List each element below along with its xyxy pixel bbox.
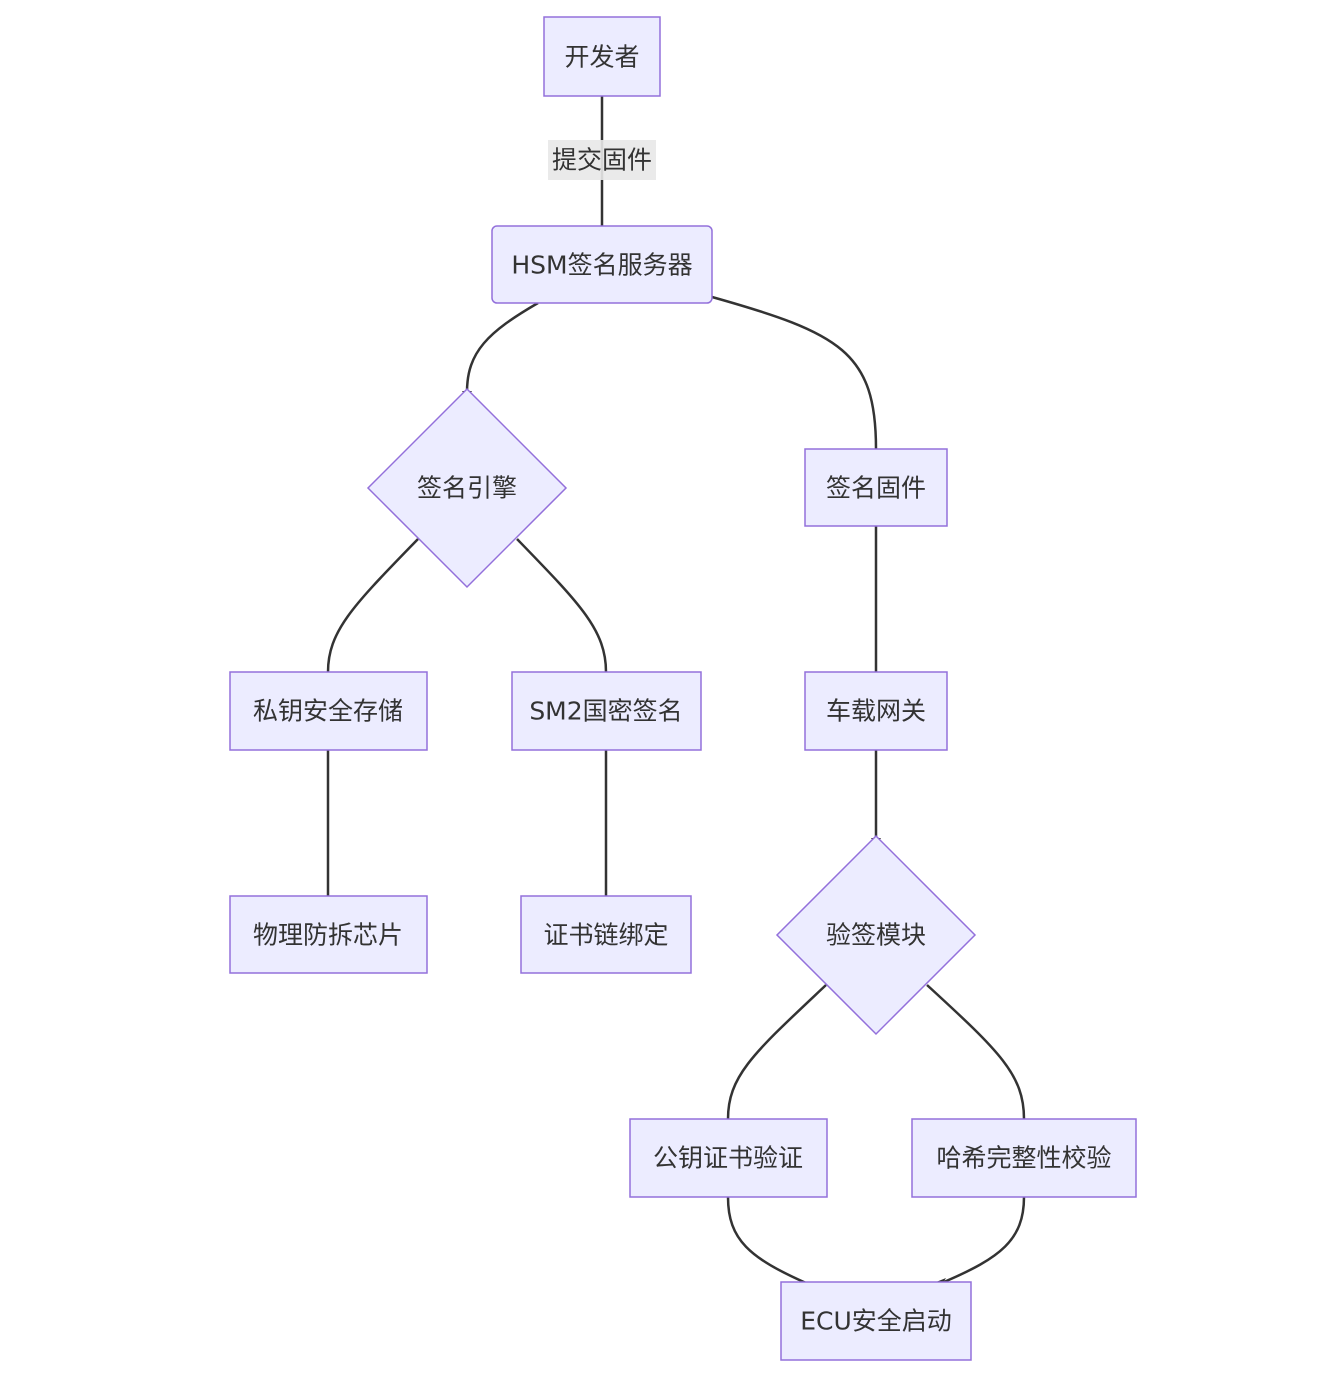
node-sign-engine-label: 签名引擎 xyxy=(417,474,517,503)
edge-sign-engine-key-storage xyxy=(326,538,419,673)
node-tamper-chip[interactable]: 物理防拆芯片 xyxy=(229,895,428,974)
node-sm2-signature[interactable]: SM2国密签名 xyxy=(511,671,702,751)
node-verify-module-label: 验签模块 xyxy=(826,921,926,950)
nodes: 开发者 HSM签名服务器 签名引擎 签名固件 私钥安全存储 SM2国密签名 xyxy=(229,16,1137,1361)
node-sm2-signature-box xyxy=(511,671,702,751)
edge-label-submit-firmware: 提交固件 xyxy=(548,140,656,180)
node-ecu-secure-boot-box xyxy=(780,1281,972,1361)
node-hash-integrity-check-label: 哈希完整性校验 xyxy=(936,1144,1111,1173)
node-verify-module-diamond xyxy=(775,834,977,1036)
edge-pubkey-cert-ecu-boot xyxy=(726,1196,807,1285)
node-vehicle-gateway[interactable]: 车载网关 xyxy=(804,671,948,751)
node-verify-module[interactable]: 验签模块 xyxy=(775,834,977,1036)
node-tamper-chip-box xyxy=(229,895,428,974)
node-key-storage-label: 私钥安全存储 xyxy=(253,697,403,726)
node-hash-integrity-check-box xyxy=(911,1118,1137,1198)
edge-hsm-sign-engine xyxy=(465,301,539,393)
node-hsm-server-label: HSM签名服务器 xyxy=(511,251,692,280)
node-pubkey-cert-verify[interactable]: 公钥证书验证 xyxy=(629,1118,828,1198)
node-ecu-secure-boot[interactable]: ECU安全启动 xyxy=(780,1281,972,1361)
node-sign-engine[interactable]: 签名引擎 xyxy=(366,387,568,589)
node-key-storage[interactable]: 私钥安全存储 xyxy=(229,671,428,751)
node-vehicle-gateway-label: 车载网关 xyxy=(826,697,926,726)
node-signed-firmware-box xyxy=(804,448,948,527)
node-sm2-signature-label: SM2国密签名 xyxy=(529,697,682,726)
node-key-storage-box xyxy=(229,671,428,751)
node-pubkey-cert-verify-label: 公钥证书验证 xyxy=(653,1144,803,1173)
node-hsm-server[interactable]: HSM签名服务器 xyxy=(491,225,713,304)
node-vehicle-gateway-box xyxy=(804,671,948,751)
node-hsm-server-box xyxy=(491,225,713,304)
edge-label-text: 提交固件 xyxy=(552,146,652,175)
edges xyxy=(326,96,1026,1285)
node-tamper-chip-label: 物理防拆芯片 xyxy=(253,921,403,950)
node-developer-label: 开发者 xyxy=(564,43,639,72)
node-signed-firmware-label: 签名固件 xyxy=(826,474,926,503)
node-developer-box xyxy=(543,16,661,97)
edge-verify-module-pubkey-cert xyxy=(726,984,827,1120)
node-cert-chain-label: 证书链绑定 xyxy=(543,921,668,950)
edge-label-background xyxy=(548,140,656,180)
edge-verify-module-hash-check xyxy=(926,984,1026,1120)
edge-hsm-signed-firmware xyxy=(711,295,878,450)
node-pubkey-cert-verify-box xyxy=(629,1118,828,1198)
node-cert-chain-box xyxy=(520,895,692,974)
edge-hash-check-ecu-boot xyxy=(943,1196,1026,1284)
node-sign-engine-diamond xyxy=(366,387,568,589)
node-ecu-secure-boot-label: ECU安全启动 xyxy=(800,1307,952,1336)
node-signed-firmware[interactable]: 签名固件 xyxy=(804,448,948,527)
edge-sign-engine-sm2 xyxy=(516,538,608,673)
node-cert-chain[interactable]: 证书链绑定 xyxy=(520,895,692,974)
node-hash-integrity-check[interactable]: 哈希完整性校验 xyxy=(911,1118,1137,1198)
node-developer[interactable]: 开发者 xyxy=(543,16,661,97)
